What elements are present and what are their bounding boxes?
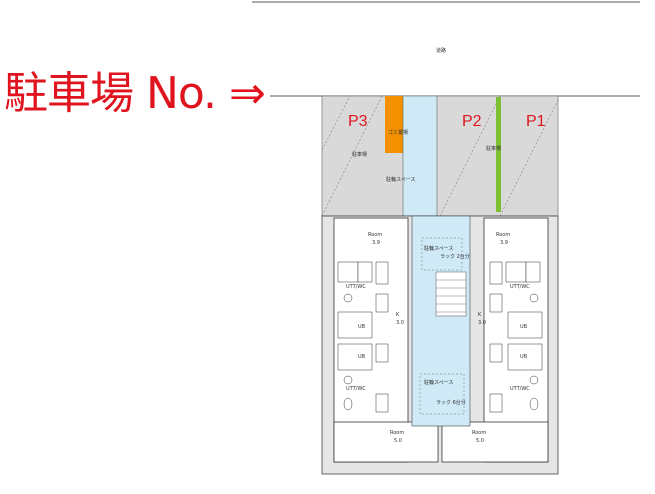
room-size-upper-left: 3.9 [372,240,380,246]
rack-top-label: ラック 2台分 [440,253,470,260]
room-size-upper-right: 3.9 [500,240,508,246]
rack-bottom-label: ラック 6台分 [436,399,466,406]
parking-label-right: 駐車場 [486,145,501,152]
kitchen-label-right: K [478,312,482,318]
room-size-lower-left: 5.0 [394,438,402,444]
room-label-upper-left: Room [368,232,382,238]
bicycle-bay-top-label: 駐輪スペース [424,245,453,252]
garbage-label: ゴミ置場 [388,129,408,136]
bike-bay-top [421,237,463,271]
parking-lot [321,95,559,217]
toilet-label-right-1: UTT/WC [510,284,530,290]
parking-spot-p3: P3 [348,113,368,130]
room-label-lower-left: Room [390,430,404,436]
unit-right [483,217,549,463]
stair-treads [436,279,466,313]
room-label-lower-right: Room [472,430,486,436]
bicycle-label: 駐輪スペース [386,176,415,183]
parking-spot-p2: P2 [462,113,482,130]
parking-spot-p1: P1 [526,113,546,130]
toilet-label-right-2: UTT/WC [510,386,530,392]
bath-label-left-1: UB [358,324,366,330]
kitchen-size-left: 3.0 [396,320,404,326]
walkway-top [402,95,438,217]
room-label-upper-right: Room [496,232,510,238]
parking-hatching [321,95,559,217]
toilet-label-left-2: UTT/WC [346,386,366,392]
bicycle-bay-bottom-label: 駐輪スペース [424,379,453,386]
bath-label-right-1: UB [520,324,528,330]
unit-left [333,217,409,463]
bath-label-left-2: UB [358,354,366,360]
garbage-area [385,96,403,153]
room-size-lower-right: 5.0 [476,438,484,444]
unit-bottom-left [333,421,439,463]
right-unit-fixtures [489,261,543,413]
toilet-label-left-1: UTT/WC [346,284,366,290]
bath-label-right-2: UB [520,354,528,360]
parking-number-banner: 駐車場 No. ⇒ [4,68,266,119]
kitchen-size-right: 3.0 [478,320,486,326]
parking-spot-marker [496,97,501,212]
unit-bottom-right [441,421,549,463]
bike-bay-bottom [419,373,465,415]
left-unit-fixtures [337,261,389,413]
parking-label: 駐車場 [352,151,367,158]
kitchen-label-left: K [396,312,400,318]
stairs [435,271,467,317]
walkway-center [411,215,471,427]
road-label: 道路 [436,47,446,54]
